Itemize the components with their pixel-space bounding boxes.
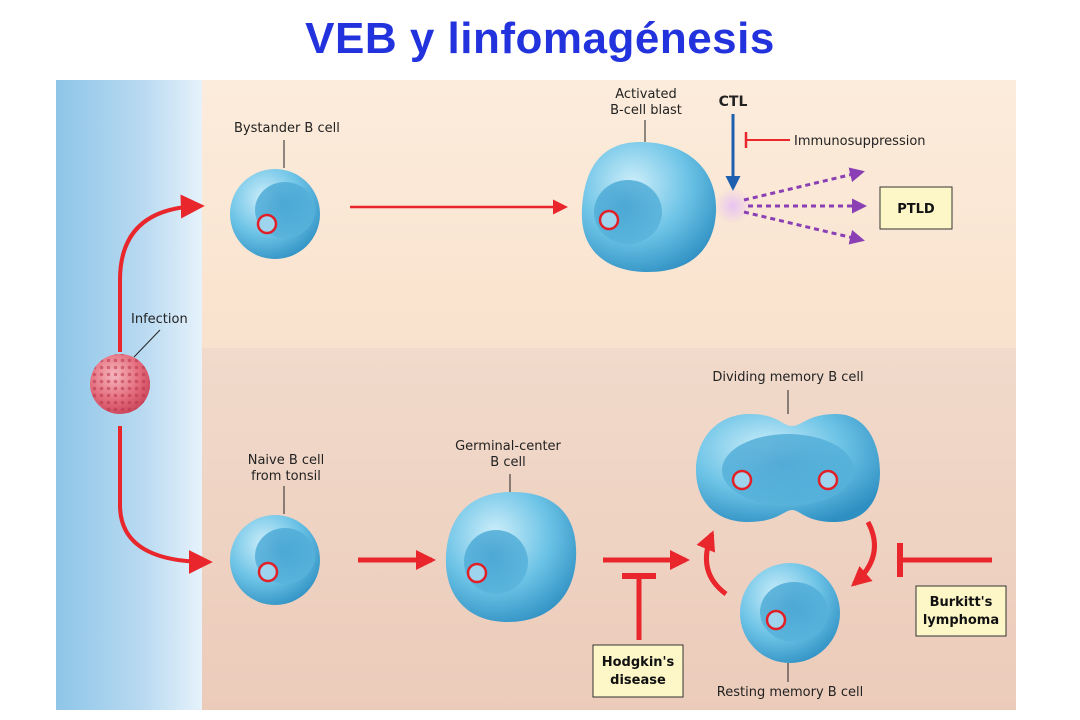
germinal-center-b-cell bbox=[445, 492, 577, 622]
dividing-memory-b-cell bbox=[696, 414, 880, 522]
infection-label: Infection bbox=[131, 312, 188, 327]
immunosuppression-label: Immunosuppression bbox=[794, 134, 926, 149]
naive-label-line1: Naive B cell bbox=[248, 453, 325, 468]
resting-memory-b-cell bbox=[740, 563, 840, 663]
ptld-arrow-1 bbox=[743, 167, 865, 202]
ctl-label: CTL bbox=[719, 94, 748, 110]
ebv-episome-icon bbox=[817, 469, 839, 491]
ebv-episome-icon bbox=[466, 562, 488, 584]
hodgkin-label-line2: disease bbox=[610, 673, 666, 688]
dividing-label: Dividing memory B cell bbox=[712, 370, 863, 385]
activated-b-cell-blast bbox=[581, 142, 717, 272]
proliferation-glow bbox=[715, 188, 751, 224]
dividing-to-resting-arrow bbox=[850, 520, 877, 587]
burkitt-box bbox=[915, 585, 1007, 637]
activated-label-line2: B-cell blast bbox=[610, 103, 682, 118]
bystander-label: Bystander B cell bbox=[234, 121, 340, 136]
ebv-virus-particle bbox=[90, 354, 150, 414]
infection-to-naive-arrow bbox=[118, 426, 213, 574]
hodgkin-label-line1: Hodgkin's bbox=[602, 655, 675, 670]
burkitt-label-line2: lymphoma bbox=[923, 613, 999, 628]
germinal-label-line2: B cell bbox=[490, 455, 525, 470]
germinal-label-line1: Germinal-center bbox=[455, 439, 561, 454]
resting-label: Resting memory B cell bbox=[717, 685, 863, 700]
ebv-episome-icon bbox=[598, 209, 620, 231]
ebv-episome-icon bbox=[765, 609, 787, 631]
burkitt-label-line1: Burkitt's bbox=[930, 595, 993, 610]
ptld-label: PTLD bbox=[897, 202, 935, 217]
ebv-episome-icon bbox=[257, 561, 279, 583]
activated-label-line1: Activated bbox=[615, 87, 677, 102]
ptld-arrow-3 bbox=[743, 210, 865, 245]
bystander-b-cell bbox=[230, 169, 320, 259]
infection-leader-line bbox=[133, 329, 161, 358]
naive-label-line2: from tonsil bbox=[251, 469, 321, 484]
ebv-episome-icon bbox=[256, 213, 278, 235]
naive-b-cell bbox=[230, 515, 320, 605]
resting-to-dividing-arrow bbox=[696, 530, 728, 597]
hodgkin-box bbox=[592, 644, 684, 698]
ebv-episome-icon bbox=[731, 469, 753, 491]
slide-title: VEB y linfomagénesis bbox=[305, 14, 775, 63]
infection-to-bystander-arrow bbox=[118, 194, 205, 352]
ptld-box bbox=[879, 186, 953, 230]
